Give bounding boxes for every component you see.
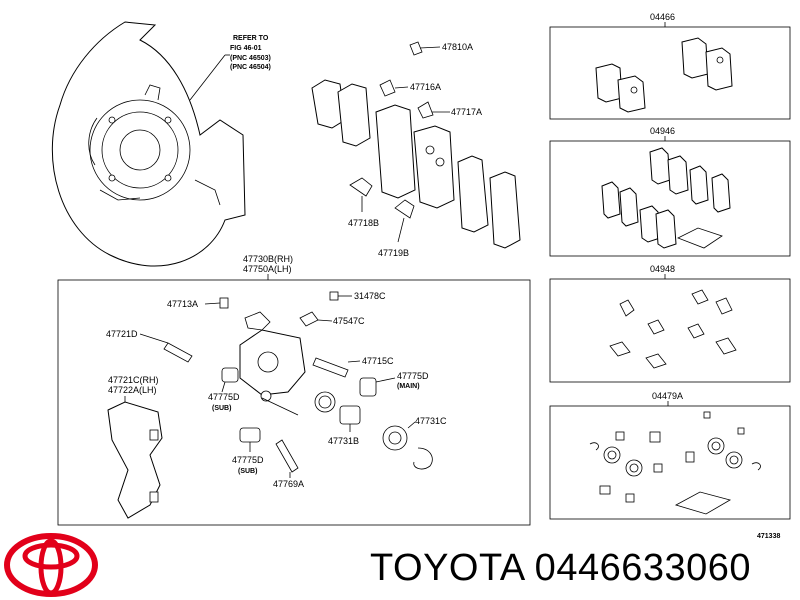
label-47769A: 47769A <box>273 479 304 489</box>
label-47716A: 47716A <box>410 82 441 92</box>
refer-note-line1: REFER TO <box>233 35 269 42</box>
brake-pads-drawing <box>311 41 521 249</box>
label-47775D-main: 47775D <box>397 371 429 381</box>
brand-part-number: TOYOTA 0446633060 <box>370 547 752 589</box>
diagram-id: 471338 <box>757 533 780 540</box>
kit-box-04946 <box>549 140 791 257</box>
label-47713A: 47713A <box>167 299 198 309</box>
backing-plate-drawing <box>51 21 246 267</box>
kit-04948-drawing <box>609 289 737 369</box>
refer-note-line3: (PNC 46503) <box>230 55 271 62</box>
label-31478C: 31478C <box>354 291 386 301</box>
label-47717A: 47717A <box>451 107 482 117</box>
caliper-header-rh: 47730B(RH) <box>243 254 293 264</box>
kit-box-04948 <box>549 278 791 383</box>
label-47718B: 47718B <box>348 218 379 228</box>
label-47775D-sub-lower: 47775D <box>232 455 264 465</box>
label-47731C: 47731C <box>415 416 447 426</box>
label-47715C: 47715C <box>362 356 394 366</box>
label-47722A: 47722A(LH) <box>108 385 157 395</box>
label-sub-note-upper: (SUB) <box>212 405 231 412</box>
kit-04466-drawing <box>595 37 733 113</box>
kit-box-04479A <box>549 405 791 520</box>
kit-04479A-drawing <box>589 411 761 515</box>
toyota-logo-icon <box>4 533 98 597</box>
label-47721C: 47721C(RH) <box>108 375 159 385</box>
label-47731B: 47731B <box>328 436 359 446</box>
kit-label-04479A: 04479A <box>652 391 683 401</box>
label-47810A: 47810A <box>442 42 473 52</box>
kit-label-04948: 04948 <box>650 264 675 274</box>
kit-04946-drawing <box>601 147 731 249</box>
label-sub-note-lower: (SUB) <box>238 468 257 475</box>
refer-note-line2: FIG 46-01 <box>230 45 262 52</box>
kit-label-04466: 04466 <box>650 12 675 22</box>
label-47775D-sub-upper: 47775D <box>208 392 240 402</box>
label-47719B: 47719B <box>378 248 409 258</box>
label-47721D: 47721D <box>106 329 138 339</box>
label-47547C: 47547C <box>333 316 365 326</box>
label-main-note: (MAIN) <box>397 383 420 390</box>
kit-label-04946: 04946 <box>650 126 675 136</box>
refer-note-line4: (PNC 46504) <box>230 64 271 71</box>
caliper-parts-drawing <box>107 291 433 519</box>
kit-box-04466 <box>549 26 791 120</box>
caliper-header-lh: 47750A(LH) <box>243 264 292 274</box>
caliper-group-box <box>57 279 531 526</box>
